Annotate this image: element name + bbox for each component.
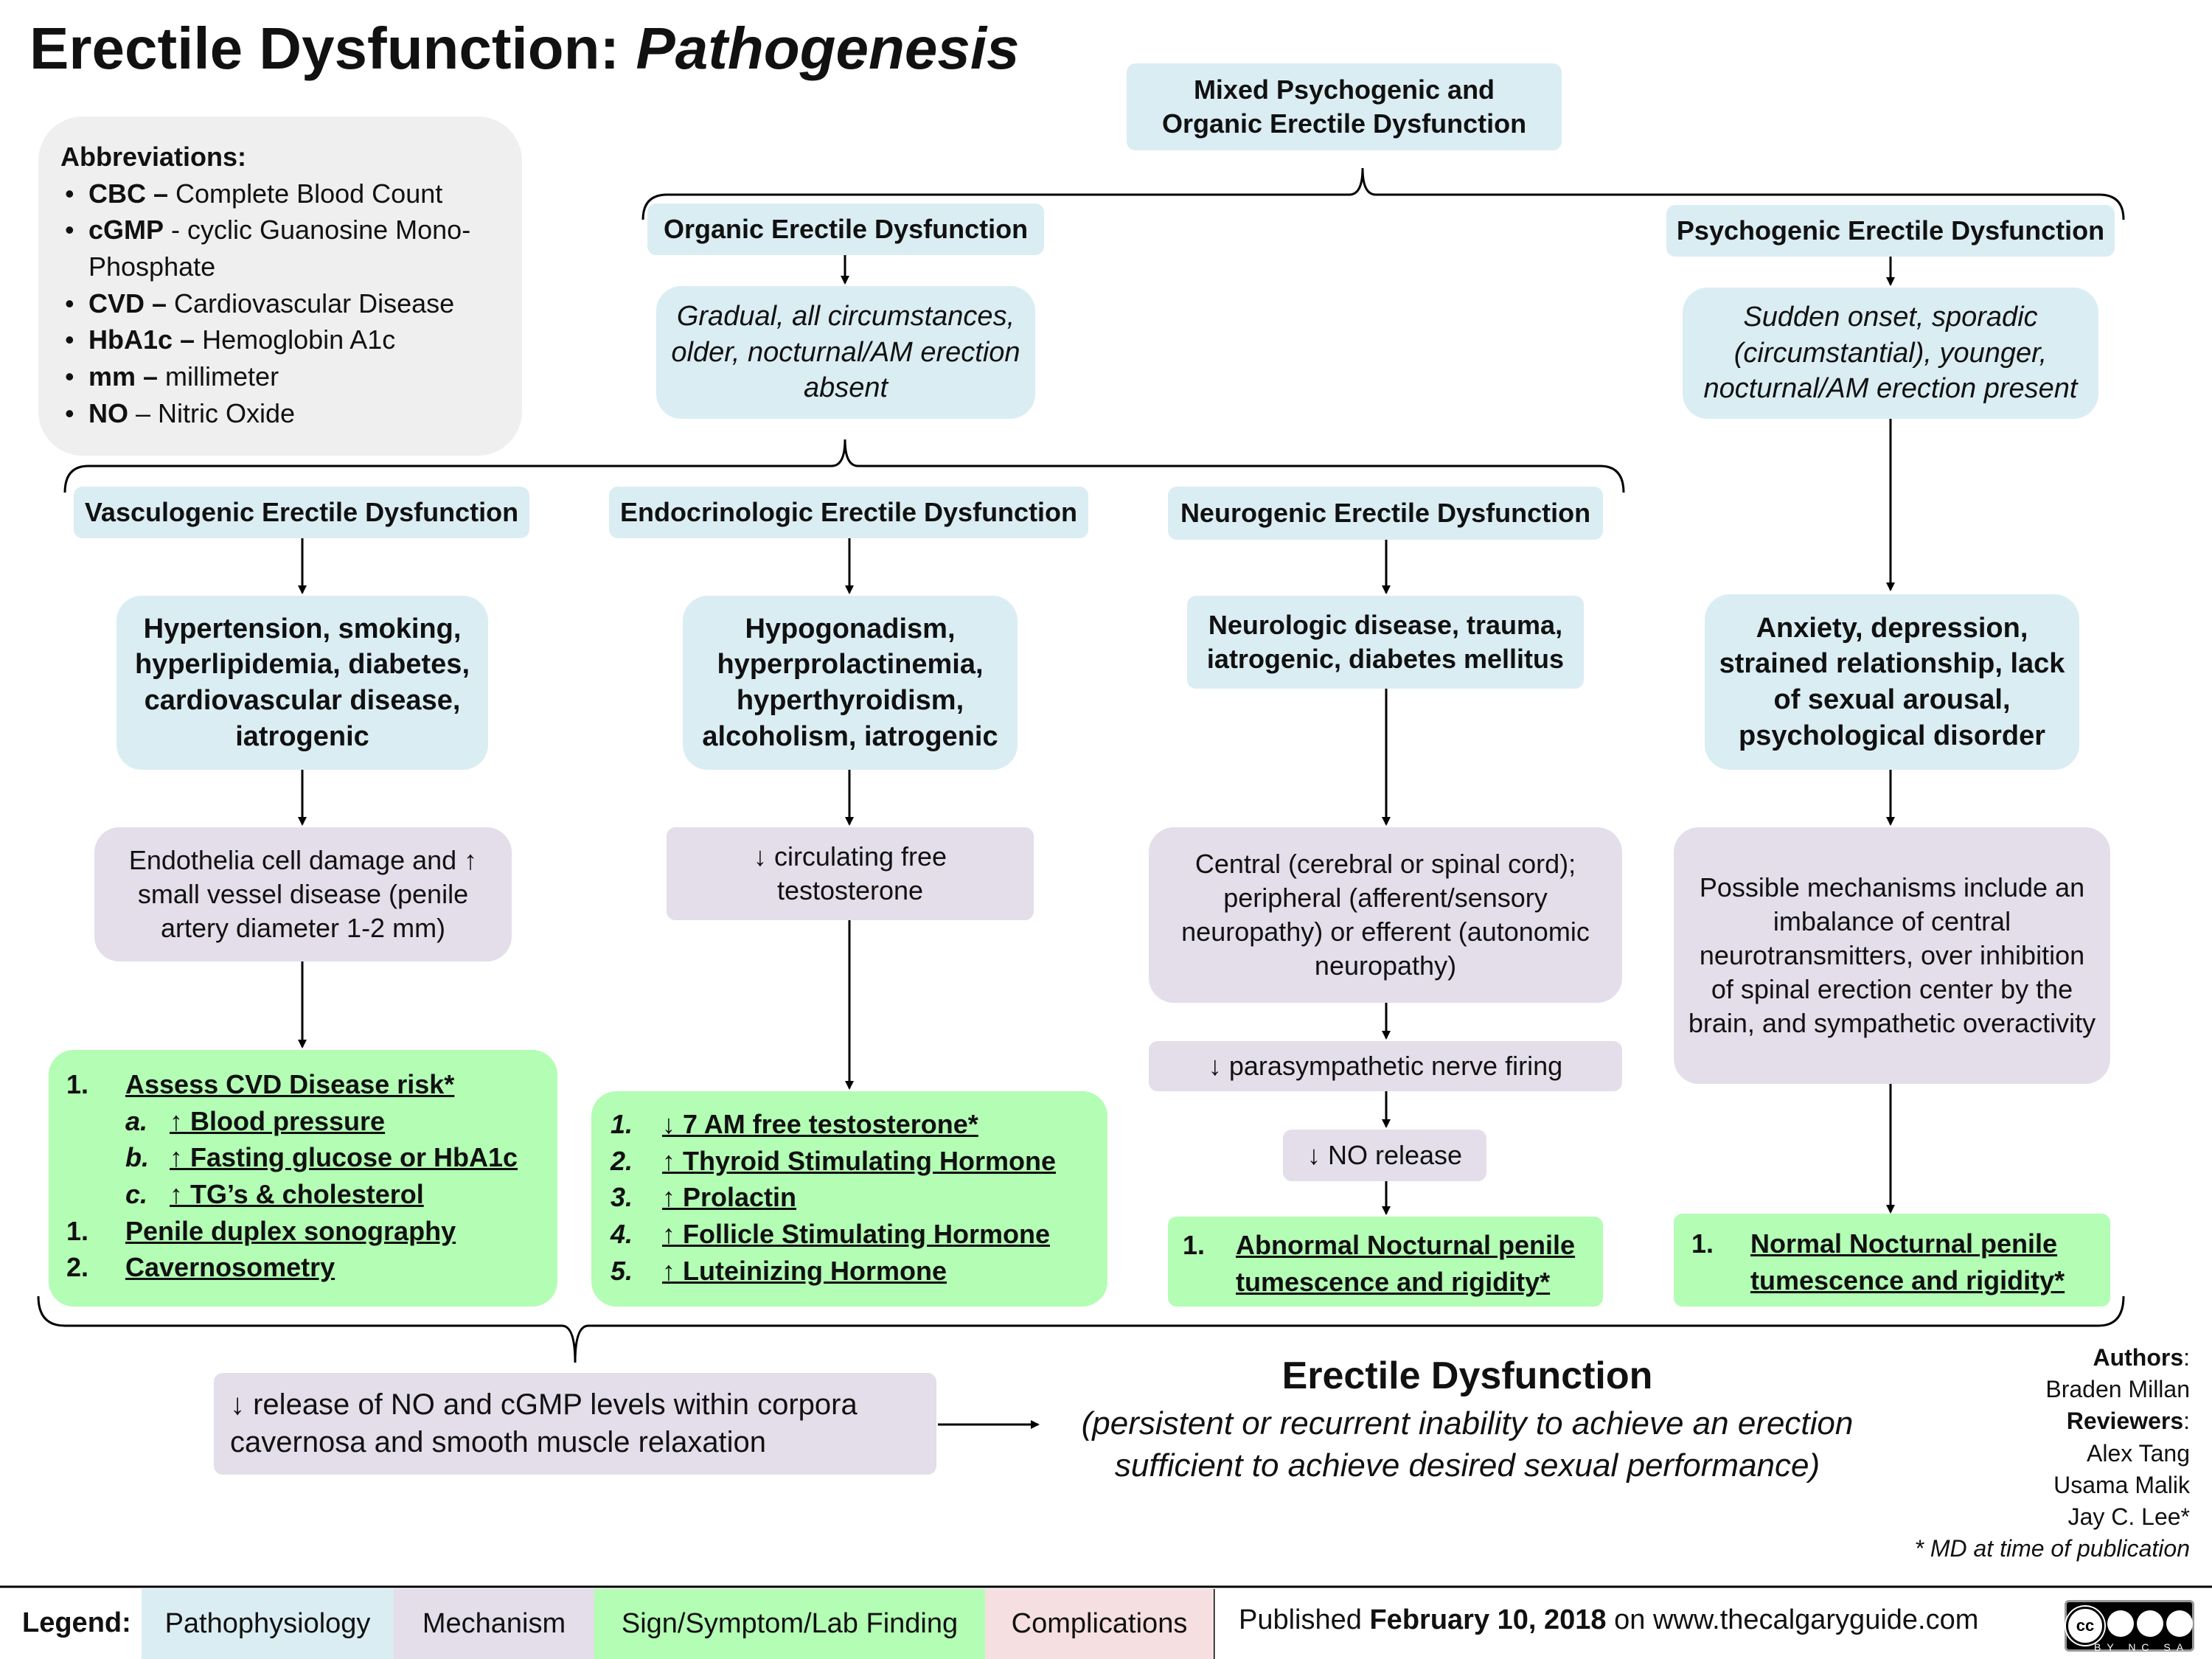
credits: Authors: Braden Millan Reviewers: Alex T… xyxy=(1880,1342,2191,1565)
finding-item: 1.Assess CVD Disease risk* xyxy=(66,1069,455,1099)
reviewer-name: Alex Tang xyxy=(2087,1439,2190,1467)
neurogenic-findings: 1. Abnormal Nocturnal penile tumescence … xyxy=(1168,1217,1603,1307)
cc-icon: cc xyxy=(2066,1607,2104,1645)
neurogenic-causes: Neurologic disease, trauma, iatrogenic, … xyxy=(1187,596,1584,689)
abbreviation-item: mm – millimeter xyxy=(65,358,500,395)
legend-sign-symptom: Sign/Symptom/Lab Finding xyxy=(594,1589,985,1659)
abbreviation-item: cGMP - cyclic Guanosine Mono-Phosphate xyxy=(65,212,500,285)
sa-icon xyxy=(2166,1610,2193,1637)
vasculogenic-findings: 1.Assess CVD Disease risk* a.↑ Blood pre… xyxy=(49,1050,557,1307)
organic-ed-header: Organic Erectile Dysfunction xyxy=(647,204,1044,255)
neurogenic-mechanism: Central (cerebral or spinal cord); perip… xyxy=(1149,827,1622,1003)
finding-item: 1.↓ 7 AM free testosterone* xyxy=(611,1109,978,1139)
by-icon xyxy=(2107,1610,2134,1637)
page-title: Erectile Dysfunction: Pathogenesis xyxy=(29,15,1020,83)
finding-subitem: b.↑ Fasting glucose or HbA1c xyxy=(125,1142,518,1173)
reviewer-name: Usama Malik xyxy=(2053,1471,2190,1498)
vasculogenic-causes: Hypertension, smoking, hyperlipidemia, d… xyxy=(116,596,488,770)
abbreviation-item: CBC – Complete Blood Count xyxy=(65,175,500,212)
legend-complications: Complications xyxy=(985,1589,1214,1659)
published-line: Published February 10, 2018 on www.theca… xyxy=(1239,1604,1979,1635)
vasculogenic-ed-header: Vasculogenic Erectile Dysfunction xyxy=(74,487,529,538)
mixed-ed-box: Mixed Psychogenic and Organic Erectile D… xyxy=(1127,63,1562,150)
legend-pathophysiology: Pathophysiology xyxy=(142,1589,394,1659)
neurogenic-no-release: ↓ NO release xyxy=(1283,1130,1486,1181)
finding-subitem: c.↑ TG’s & cholesterol xyxy=(125,1179,424,1210)
finding-item: 3.↑ Prolactin xyxy=(611,1182,797,1213)
finding-item: 2.Cavernosometry xyxy=(66,1252,335,1283)
organic-ed-description: Gradual, all circumstances, older, noctu… xyxy=(656,286,1035,419)
title-sub: Pathogenesis xyxy=(636,15,1020,81)
finding-item: 1.Penile duplex sonography xyxy=(66,1215,456,1246)
finding-item: 2.↑ Thyroid Stimulating Hormone xyxy=(611,1145,1057,1176)
legend-label: Legend: xyxy=(22,1607,131,1638)
abbreviations-panel: Abbreviations: CBC – Complete Blood Coun… xyxy=(38,116,522,456)
author-name: Braden Millan xyxy=(2045,1376,2190,1403)
license-text: BY NC SA xyxy=(2094,1641,2190,1653)
abbreviations-list: CBC – Complete Blood Count cGMP - cyclic… xyxy=(60,175,500,432)
legend-mechanism: Mechanism xyxy=(394,1589,594,1659)
title-main: Erectile Dysfunction: xyxy=(29,15,620,81)
outcome-definition: (persistent or recurrent inability to ac… xyxy=(1081,1405,1854,1484)
outcome-block: Erectile Dysfunction (persistent or recu… xyxy=(1047,1354,1888,1486)
endocrinologic-mechanism: ↓ circulating free testosterone xyxy=(667,827,1034,920)
reviewer-name: Jay C. Lee* xyxy=(2067,1503,2190,1530)
vasculogenic-mechanism: Endothelia cell damage and ↑ small vesse… xyxy=(94,827,512,961)
abbreviation-item: HbA1c – Hemoglobin A1c xyxy=(65,321,500,358)
psychogenic-ed-header: Psychogenic Erectile Dysfunction xyxy=(1666,205,2115,257)
common-mechanism: ↓ release of NO and cGMP levels within c… xyxy=(214,1373,936,1475)
finding-item: 5.↑ Luteinizing Hormone xyxy=(611,1255,947,1286)
psychogenic-ed-description: Sudden onset, sporadic (circumstantial),… xyxy=(1683,288,2098,419)
neurogenic-ed-header: Neurogenic Erectile Dysfunction xyxy=(1168,487,1603,540)
cc-license-badge[interactable]: cc xyxy=(2065,1600,2194,1652)
credits-note: * MD at time of publication xyxy=(1914,1535,2191,1562)
endocrinologic-ed-header: Endocrinologic Erectile Dysfunction xyxy=(609,487,1088,538)
finding-item: 4.↑ Follicle Stimulating Hormone xyxy=(611,1219,1051,1250)
psychogenic-causes: Anxiety, depression, strained relationsh… xyxy=(1705,594,2079,770)
authors-label: Authors xyxy=(2093,1344,2184,1371)
finding-item: 1. Normal Nocturnal penile tumescence an… xyxy=(1691,1228,2065,1295)
neurogenic-parasympathetic: ↓ parasympathetic nerve firing xyxy=(1149,1041,1622,1091)
abbreviation-item: NO – Nitric Oxide xyxy=(65,395,500,432)
finding-subitem: a.↑ Blood pressure xyxy=(125,1105,386,1136)
abbreviations-heading: Abbreviations: xyxy=(60,142,247,172)
reviewers-label: Reviewers xyxy=(2066,1408,2184,1435)
psychogenic-mechanism: Possible mechanisms include an imbalance… xyxy=(1674,827,2110,1084)
nc-icon xyxy=(2137,1610,2163,1637)
endocrinologic-findings: 1.↓ 7 AM free testosterone* 2.↑ Thyroid … xyxy=(591,1091,1107,1307)
endocrinologic-causes: Hypogonadism, hyperprolactinemia, hypert… xyxy=(683,596,1018,770)
outcome-title: Erectile Dysfunction xyxy=(1281,1354,1653,1397)
psychogenic-findings: 1. Normal Nocturnal penile tumescence an… xyxy=(1674,1214,2110,1307)
published-date: February 10, 2018 xyxy=(1369,1604,1607,1635)
abbreviation-item: CVD – Cardiovascular Disease xyxy=(65,285,500,322)
cc-icons: cc xyxy=(2066,1607,2193,1645)
finding-item: 1. Abnormal Nocturnal penile tumescence … xyxy=(1183,1230,1576,1297)
